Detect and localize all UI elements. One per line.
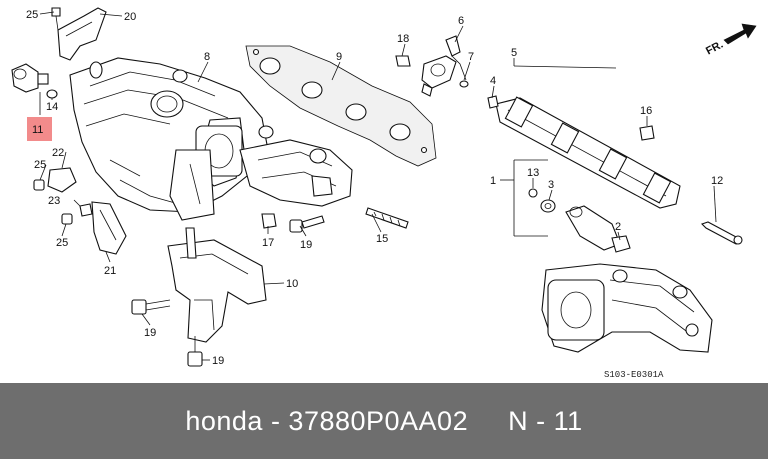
callout-17: 17: [262, 237, 274, 249]
callout-1: 1: [490, 175, 496, 187]
part-caption: honda - 37880P0AA02 N - 11: [185, 405, 583, 436]
callout-7: 7: [468, 51, 474, 63]
intake-manifold-drawing: [69, 57, 353, 221]
callout-5: 5: [511, 47, 517, 59]
callout-15: 15: [376, 233, 388, 245]
callout-labels: 25 20 8 9 6 7 18 5 4 16 1 13 3 2 12 15 1…: [26, 9, 723, 367]
fuel-injector-drawing: [528, 188, 631, 253]
callout-24: 23: [48, 195, 60, 207]
callout-18: 18: [397, 33, 409, 45]
caption-bar: honda - 37880P0AA02 N - 11: [0, 383, 768, 459]
lower-right-manifold-drawing: [541, 263, 713, 353]
callout-6: 6: [458, 15, 464, 27]
pressure-regulator-drawing: [395, 35, 469, 97]
callout-12: 12: [711, 175, 723, 187]
highlight-box-11: [27, 117, 52, 141]
callout-16: 16: [640, 105, 652, 117]
callout-8: 8: [204, 51, 210, 63]
callout-14: 14: [46, 101, 58, 113]
callout-22: 21: [104, 265, 116, 277]
front-arrow-icon: [723, 23, 757, 45]
front-direction-marker: FR.: [704, 23, 757, 58]
drawing-code: S103-E0301A: [604, 370, 664, 380]
callout-25-middle: 25: [34, 159, 46, 171]
front-direction-text: FR.: [704, 39, 725, 58]
callout-10: 10: [286, 278, 298, 290]
callout-11-highlighted: 11: [32, 124, 43, 136]
callout-9: 9: [336, 51, 342, 63]
intake-manifold-exploded-diagram: 25 20 8 9 6 7 18 5 4 16 1 13 3 2 12 15 1…: [11, 7, 757, 380]
callout-23: 22: [52, 147, 64, 159]
callout-3: 3: [548, 179, 554, 191]
callout-13: 13: [527, 167, 539, 179]
callout-25-top: 25: [26, 9, 38, 21]
callout-20: 19: [300, 239, 312, 251]
manifold-bracket-drawing: [131, 227, 267, 367]
callout-19-upper: 19: [144, 327, 156, 339]
manifold-gasket-drawing: [245, 45, 437, 167]
callout-4: 4: [490, 75, 496, 87]
callout-2: 2: [615, 221, 621, 233]
left-small-parts-drawing: [11, 7, 127, 255]
callout-21: 20: [124, 11, 136, 23]
center-fasteners-drawing: [261, 175, 409, 233]
leader-lines: [39, 11, 717, 361]
callout-19-lower: 19: [212, 355, 224, 367]
fuel-rail-drawing: [487, 95, 743, 245]
callout-25-lower: 25: [56, 237, 68, 249]
